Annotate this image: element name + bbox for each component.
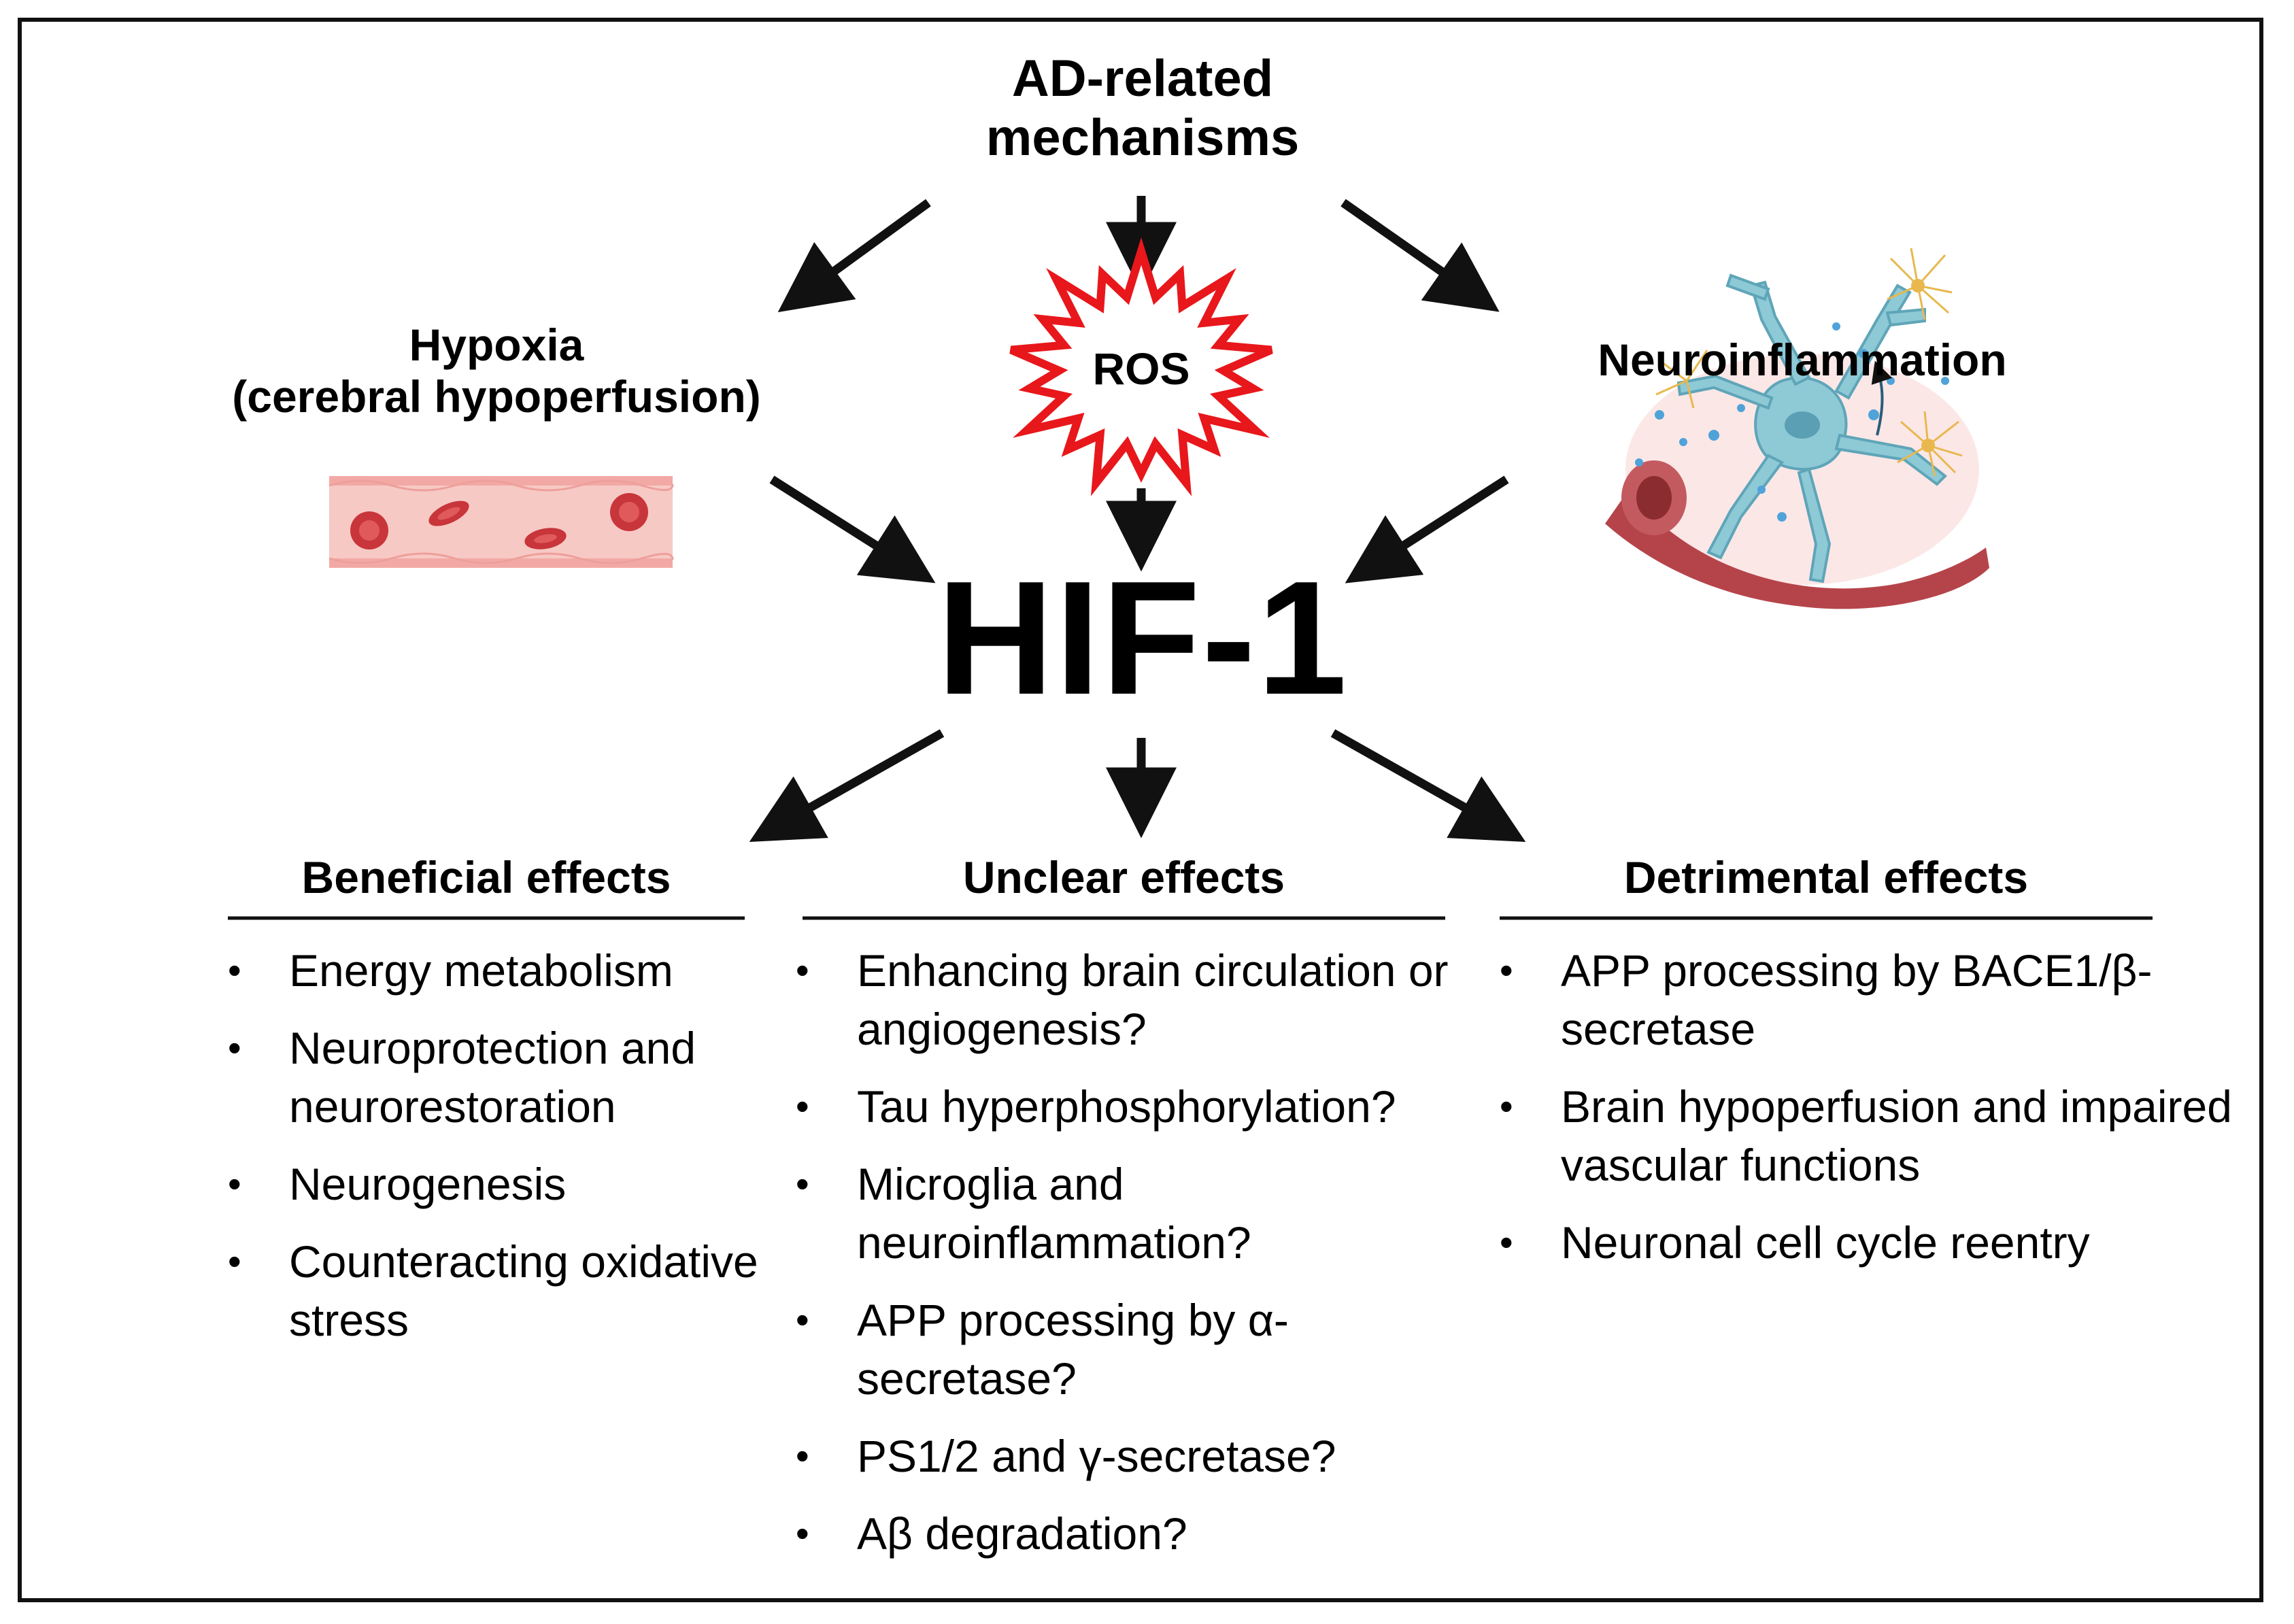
beneficial-item: Counteracting oxidative stress xyxy=(228,1232,758,1349)
unclear-item: APP processing by α-secretase? xyxy=(796,1291,1476,1408)
neuron-inflammation-icon xyxy=(1605,248,1989,609)
arrow-hif-to-beneficial xyxy=(749,729,945,842)
neuroinflammation-label: Neuroinflammation xyxy=(1598,335,2007,385)
detrimental-item: APP processing by BACE1/β-secretase xyxy=(1500,941,2255,1058)
unclear-title: Unclear effects xyxy=(962,852,1285,902)
unclear-list: Enhancing brain circulation or angiogene… xyxy=(796,941,1476,1582)
figure-frame xyxy=(18,18,2263,1602)
hypoxia-line1: Hypoxia xyxy=(409,320,584,370)
unclear-item: Aβ degradation? xyxy=(796,1504,1476,1563)
arrow-hif-to-detrimental xyxy=(1330,729,1526,842)
beneficial-item: Energy metabolism xyxy=(228,941,758,1000)
red-blood-cell xyxy=(524,528,567,549)
hif1-label: HIF-1 xyxy=(937,548,1349,728)
arrow-to-hypoxia xyxy=(777,199,931,313)
unclear-item: Microglia and neuroinflammation? xyxy=(796,1155,1476,1272)
detrimental-item: Brain hypoperfusion and impaired vascula… xyxy=(1500,1077,2255,1194)
red-blood-cell xyxy=(610,493,648,531)
hypoxia-label: Hypoxia (cerebral hypoperfusion) xyxy=(163,320,830,423)
unclear-item: Enhancing brain circulation or angiogene… xyxy=(796,941,1476,1058)
ros-burst-icon: ROS xyxy=(1009,237,1273,496)
red-blood-cell xyxy=(350,511,388,549)
detrimental-item: Neuronal cell cycle reentry xyxy=(1500,1213,2255,1272)
ros-label: ROS xyxy=(1092,343,1190,394)
beneficial-list: Energy metabolism Neuroprotection and ne… xyxy=(228,941,758,1368)
unclear-item: Tau hyperphosphorylation? xyxy=(796,1077,1476,1136)
ad-mechanisms-title: AD-related mechanisms xyxy=(985,50,1300,167)
detrimental-title: Detrimental effects xyxy=(1623,852,2029,902)
blood-vessel-icon xyxy=(328,476,674,568)
beneficial-title: Beneficial effects xyxy=(301,852,671,902)
beneficial-item: Neuroprotection and neurorestoration xyxy=(228,1019,758,1136)
detrimental-list: APP processing by BACE1/β-secretase Brai… xyxy=(1500,941,2255,1291)
arrow-neuro-to-hif xyxy=(1345,475,1509,583)
hypoxia-line2: (cerebral hypoperfusion) xyxy=(232,371,761,422)
red-blood-cell xyxy=(428,501,469,526)
unclear-item: PS1/2 and γ-secretase? xyxy=(796,1427,1476,1485)
arrow-to-neuroinflammation xyxy=(1340,199,1500,312)
arrow-hypoxia-to-hif xyxy=(769,475,936,583)
beneficial-item: Neurogenesis xyxy=(228,1155,758,1213)
